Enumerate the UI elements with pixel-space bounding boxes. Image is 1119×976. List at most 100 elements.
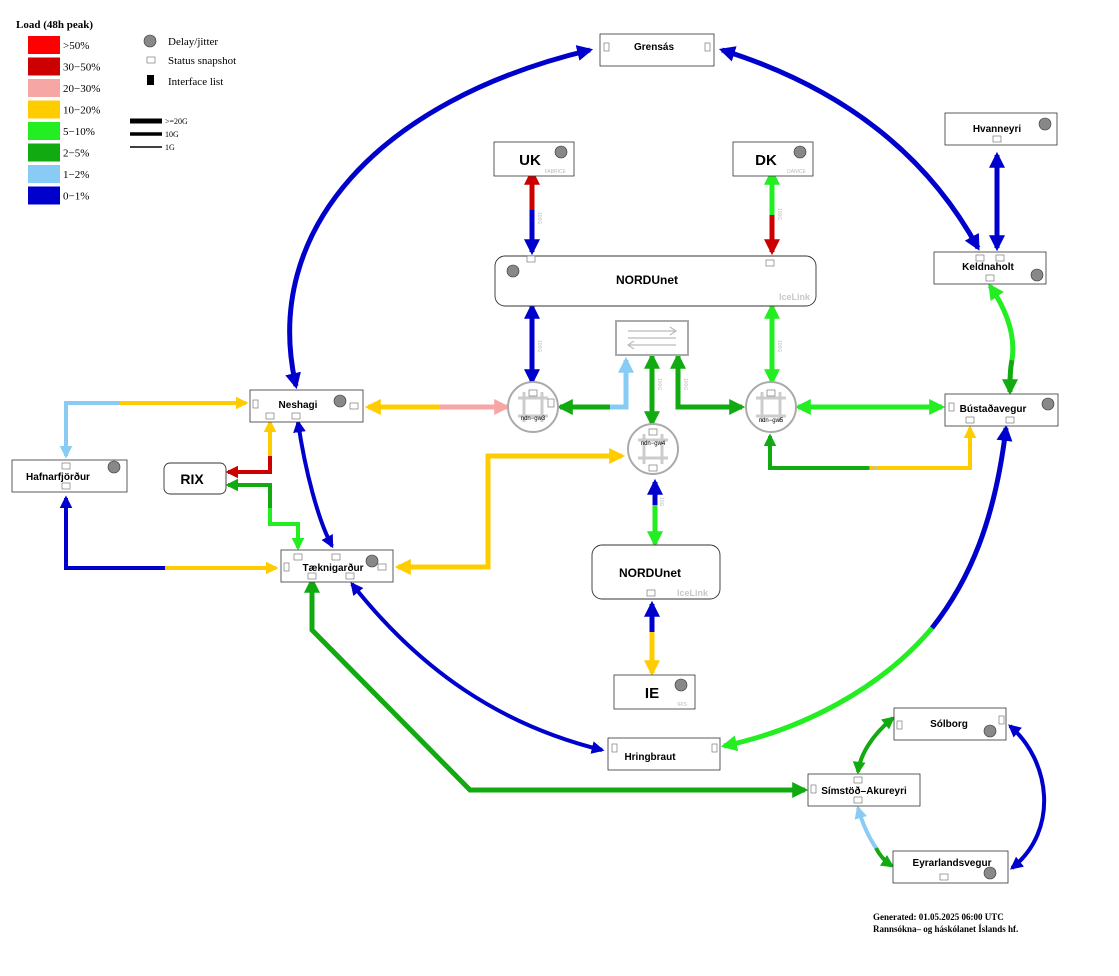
iflist-grensas-r[interactable]	[704, 42, 711, 52]
iflist-icon[interactable]	[611, 743, 618, 753]
status-icon[interactable]	[526, 255, 536, 263]
status-icon[interactable]	[345, 572, 355, 580]
delay-icon[interactable]	[674, 678, 688, 692]
link-neshagi-taeknigardur[interactable]	[293, 419, 334, 549]
status-icon[interactable]	[995, 254, 1005, 262]
link-switch-gw5[interactable]	[669, 352, 746, 416]
status-icon[interactable]	[293, 553, 303, 561]
link-bustadavegur-hringbraut-b[interactable]	[720, 626, 934, 752]
node-nordunet-2[interactable]: NORDUnet IceLink	[591, 544, 721, 600]
legend-label: 0−1%	[63, 191, 89, 203]
iflist-icon[interactable]	[998, 715, 1005, 725]
legend-swatch	[28, 122, 60, 140]
legend-swatch	[28, 143, 60, 162]
router-gw4[interactable]: ndn−gw4	[627, 423, 679, 475]
iflist-icon[interactable]	[810, 784, 817, 794]
node-ie[interactable]: IE IRIS	[613, 674, 696, 710]
node-rix[interactable]: RIX	[163, 462, 227, 495]
legend-label: 30−50%	[63, 62, 100, 74]
node-grensas[interactable]: Grensás	[599, 33, 715, 67]
status-icon[interactable]	[985, 274, 995, 282]
router-gw5[interactable]: ndn−gw5	[745, 381, 797, 433]
node-eyrarlandsvegur[interactable]: Eyrarlandsvegur	[892, 850, 1009, 884]
node-neshagi[interactable]: Neshagi	[249, 389, 364, 423]
status-icon[interactable]	[349, 402, 359, 410]
link-grensas-keldnaholt[interactable]	[718, 46, 981, 251]
link-keldnaholt-bustadavegur-b[interactable]	[1002, 359, 1019, 396]
link-bustadavegur-hringbraut-a[interactable]	[930, 424, 1013, 630]
node-hringbraut[interactable]: Hringbraut	[607, 737, 721, 771]
status-icon[interactable]	[1005, 416, 1015, 424]
status-icon[interactable]	[766, 389, 776, 397]
link-rix-neshagi-a[interactable]	[225, 456, 272, 479]
link-gw5-bustadavegur-low-b[interactable]	[870, 425, 977, 470]
status-icon[interactable]	[992, 135, 1002, 143]
status-icon[interactable]	[939, 873, 949, 881]
status-icon[interactable]	[547, 398, 555, 408]
delay-icon[interactable]	[983, 724, 997, 738]
width-20g-label: >=20G	[165, 117, 188, 126]
link-rix-taeknigardur-b[interactable]	[268, 508, 305, 551]
node-taeknigardur[interactable]: Tæknigarður	[280, 549, 394, 583]
status-icon[interactable]	[965, 416, 975, 424]
delay-icon[interactable]	[1041, 397, 1055, 411]
node-solborg[interactable]: Sólborg	[893, 707, 1007, 741]
status-icon[interactable]	[765, 259, 775, 267]
status-icon[interactable]	[265, 412, 275, 420]
node-simstod[interactable]: Símstöð–Akureyri	[807, 773, 921, 807]
status-icon[interactable]	[291, 412, 301, 420]
status-icon[interactable]	[975, 254, 985, 262]
node-nordunet-1[interactable]: NORDUnet IceLink	[494, 255, 817, 307]
legend-swatch	[28, 36, 60, 54]
iflist-icon[interactable]	[711, 743, 718, 753]
delay-icon[interactable]	[554, 145, 568, 159]
node-bustadavegur[interactable]: Bústaðavegur	[944, 393, 1059, 427]
link-simstod-eyrarlandsvegur-a[interactable]	[854, 805, 878, 850]
status-icon[interactable]	[853, 796, 863, 804]
iflist-icon[interactable]	[948, 402, 955, 412]
node-keldnaholt[interactable]: Keldnaholt	[933, 251, 1047, 285]
link-rix-taeknigardur-a[interactable]	[225, 478, 272, 508]
link-taeknigardur-gw4[interactable]	[394, 447, 626, 576]
status-icon[interactable]	[377, 563, 387, 571]
node-dk[interactable]: DK DANICE	[732, 141, 814, 177]
delay-icon[interactable]	[107, 460, 121, 474]
status-icon[interactable]	[61, 462, 71, 470]
iflist-icon[interactable]	[252, 399, 259, 409]
node-hvanneyri[interactable]: Hvanneyri	[944, 112, 1058, 146]
status-icon[interactable]	[646, 589, 656, 597]
delay-icon[interactable]	[1030, 268, 1044, 282]
delay-icon[interactable]	[1038, 117, 1052, 131]
link-taeknigardur-hringbraut[interactable]	[350, 581, 605, 754]
link-keldnaholt-bustadavegur-a[interactable]	[987, 283, 1016, 361]
router-gw3[interactable]: ndn−gw3	[507, 381, 559, 433]
node-hafnarfjordur[interactable]: Hafnarfjörður	[11, 459, 128, 493]
status-icon[interactable]	[528, 389, 538, 397]
delay-icon[interactable]	[793, 145, 807, 159]
delay-icon[interactable]	[333, 394, 347, 408]
link-simstod-eyrarlandsvegur-b[interactable]	[874, 847, 895, 868]
status-icon[interactable]	[307, 572, 317, 580]
node-label: NORDUnet	[616, 273, 678, 287]
status-icon[interactable]	[853, 776, 863, 784]
link-hafnarfjordur-taeknigardur-a[interactable]	[59, 495, 165, 570]
status-icon[interactable]	[331, 553, 341, 561]
link-solborg-eyrarlandsvegur[interactable]	[1008, 724, 1046, 870]
link-simstod-solborg[interactable]	[852, 716, 895, 775]
delay-icon[interactable]	[983, 866, 997, 880]
link-grensas-neshagi[interactable]	[285, 45, 594, 390]
delay-icon[interactable]	[365, 554, 379, 568]
delay-icon[interactable]	[506, 264, 520, 278]
iflist-icon[interactable]	[896, 720, 903, 730]
link-taeknigardur-simstod[interactable]	[303, 576, 809, 799]
iflist-grensas-l[interactable]	[603, 42, 610, 52]
link-gw3-switch-b[interactable]	[610, 356, 635, 410]
status-icon[interactable]	[648, 428, 658, 436]
node-switch[interactable]	[615, 320, 689, 356]
iflist-icon[interactable]	[283, 562, 290, 572]
status-icon[interactable]	[61, 482, 71, 490]
link-hafnarfjordur-neshagi-a[interactable]	[59, 401, 120, 459]
link-gw5-bustadavegur-low-a[interactable]	[763, 433, 870, 470]
node-uk[interactable]: UK FABRICE	[493, 141, 575, 177]
status-icon[interactable]	[648, 464, 658, 472]
